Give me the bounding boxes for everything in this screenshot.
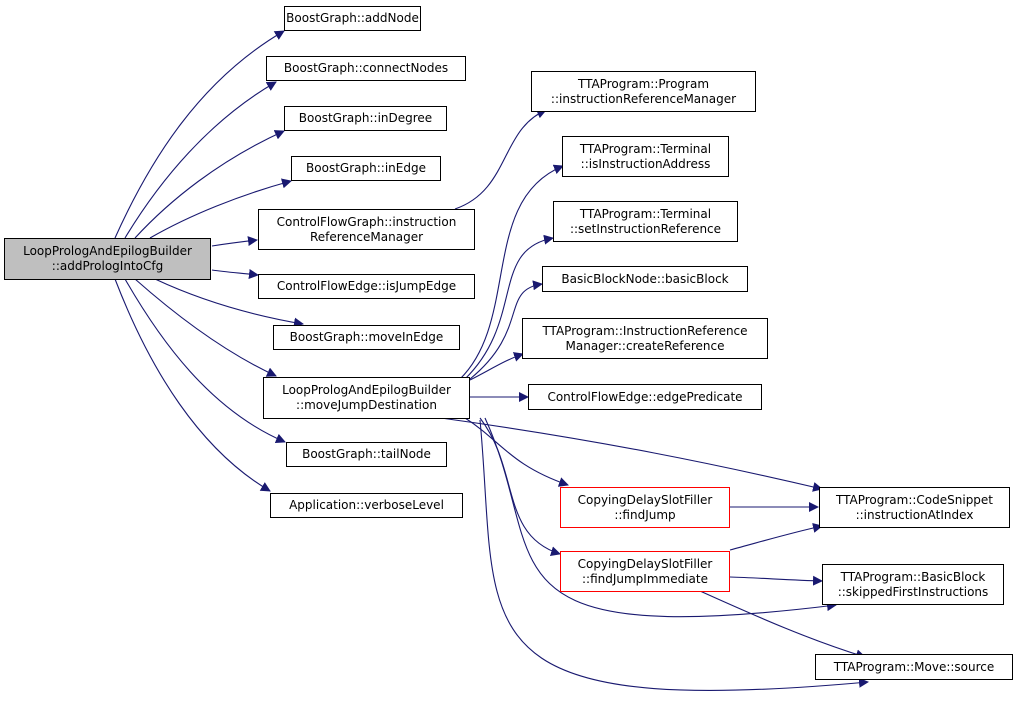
edge-root-verboseLevel <box>114 278 271 492</box>
node-moveInEdge-label: BoostGraph::moveInEdge <box>289 330 444 344</box>
node-basicBlock[interactable]: BasicBlockNode::basicBlock <box>542 266 748 292</box>
node-instructionAtIndex[interactable]: TTAProgram::CodeSnippet ::instructionAtI… <box>819 487 1010 528</box>
node-connectNodes[interactable]: BoostGraph::connectNodes <box>266 56 466 81</box>
edge-mjd-findJumpImm <box>479 417 561 557</box>
node-moveJumpDest-line2: ::moveJumpDestination <box>296 398 437 412</box>
node-isJumpEdge[interactable]: ControlFlowEdge::isJumpEdge <box>258 274 475 299</box>
node-edgePredicate-label: ControlFlowEdge::edgePredicate <box>547 389 743 404</box>
node-instrAtIndex-line1: TTAProgram::CodeSnippet <box>835 492 994 507</box>
node-findJumpImmediate[interactable]: CopyingDelaySlotFiller ::findJumpImmedia… <box>560 551 730 592</box>
node-verboseLevel[interactable]: Application::verboseLevel <box>270 493 463 518</box>
edge-findJumpImm-instrAtIndex <box>729 523 823 551</box>
node-moveSource-label: TTAProgram::Move::source <box>833 659 995 674</box>
node-createRef-line1: TTAProgram::InstructionReference <box>542 323 748 338</box>
node-moveJumpDest-line1: LoopPrologAndEpilogBuilder <box>282 383 451 397</box>
node-tailNode-label: BoostGraph::tailNode <box>302 447 431 461</box>
edge-mjd-findJump <box>464 417 569 487</box>
node-isInstrAddr-line1: TTAProgram::Terminal <box>579 141 712 156</box>
node-isInstrAddr-line2: ::isInstructionAddress <box>580 156 711 171</box>
edge-mjd-moveSource <box>479 419 869 692</box>
node-setInstrRef-line1: TTAProgram::Terminal <box>579 206 712 221</box>
node-inDegree-label: BoostGraph::inDegree <box>298 111 433 125</box>
node-findJump-line2: ::findJump <box>614 507 676 522</box>
node-program-instruction-reference-manager[interactable]: TTAProgram::Program ::instructionReferen… <box>531 71 756 112</box>
node-instrAtIndex-line2: ::instructionAtIndex <box>855 507 974 522</box>
node-findJumpImm-line1: CopyingDelaySlotFiller <box>577 556 713 571</box>
node-inEdge-label: BoostGraph::inEdge <box>306 161 426 175</box>
edge-root-tailNode <box>124 278 286 444</box>
edge-root-moveInEdge <box>154 278 304 328</box>
node-setInstructionReference[interactable]: TTAProgram::Terminal ::setInstructionRef… <box>553 201 738 242</box>
edge-mjd-skippedFirst <box>484 417 837 618</box>
edge-root-inEdge <box>149 178 292 239</box>
edge-root-isJumpEdge <box>211 269 259 279</box>
node-findJump-line1: CopyingDelaySlotFiller <box>577 492 713 507</box>
node-root-line1: LoopPrologAndEpilogBuilder <box>23 244 192 258</box>
node-moveInEdge[interactable]: BoostGraph::moveInEdge <box>273 325 460 350</box>
node-addNode-label: BoostGraph::addNode <box>286 11 419 25</box>
edge-mjd-isInstrAddr <box>459 164 564 380</box>
edge-root-inDegree <box>134 130 285 239</box>
edge-cfgIRM-programIRM <box>454 109 547 210</box>
node-createRef-line2: Manager::createReference <box>565 338 725 353</box>
edge-findJumpImm-moveSource <box>699 590 866 660</box>
node-skippedFirst-line2: ::skippedFirstInstructions <box>837 584 989 599</box>
node-root-line2: ::addPrologIntoCfg <box>51 259 164 273</box>
node-cfgIRM-line2: ReferenceManager <box>309 229 424 244</box>
node-verboseLevel-label: Application::verboseLevel <box>289 498 444 512</box>
node-findJump[interactable]: CopyingDelaySlotFiller ::findJump <box>560 487 730 528</box>
node-root-addPrologIntoCfg: LoopPrologAndEpilogBuilder ::addPrologIn… <box>4 238 211 280</box>
node-programIRM-line1: TTAProgram::Program <box>577 76 710 91</box>
node-skippedFirst-line1: TTAProgram::BasicBlock <box>840 569 986 584</box>
edge-mjd-basicBlock <box>469 280 543 380</box>
node-cfgIRM-line1: ControlFlowGraph::instruction <box>276 214 457 229</box>
node-addNode[interactable]: BoostGraph::addNode <box>284 6 421 31</box>
edge-findJumpImm-skippedFirst <box>729 575 823 586</box>
node-moveJumpDestination[interactable]: LoopPrologAndEpilogBuilder ::moveJumpDes… <box>263 377 470 419</box>
edge-root-addNode <box>114 30 285 239</box>
node-connectNodes-label: BoostGraph::connectNodes <box>283 61 449 75</box>
edge-mjd-instrAtIndex <box>440 417 823 492</box>
edge-mjd-createRef <box>469 352 524 381</box>
node-inEdge[interactable]: BoostGraph::inEdge <box>291 156 441 181</box>
node-skippedFirstInstructions[interactable]: TTAProgram::BasicBlock ::skippedFirstIns… <box>822 564 1004 605</box>
edge-root-connectNodes <box>124 81 277 239</box>
edge-root-moveJumpDest <box>134 278 277 377</box>
node-findJumpImm-line2: ::findJumpImmediate <box>581 571 708 586</box>
node-edgePredicate[interactable]: ControlFlowEdge::edgePredicate <box>528 384 762 410</box>
edge-mjd-setInstrRef <box>464 234 554 380</box>
node-tailNode[interactable]: BoostGraph::tailNode <box>286 442 447 467</box>
node-programIRM-line2: ::instructionReferenceManager <box>550 91 737 106</box>
node-inDegree[interactable]: BoostGraph::inDegree <box>284 106 447 131</box>
node-setInstrRef-line2: ::setInstructionReference <box>569 221 722 236</box>
node-basicBlock-label: BasicBlockNode::basicBlock <box>561 271 729 286</box>
edge-root-cfgIRM <box>211 236 258 247</box>
node-cfg-instruction-reference-manager[interactable]: ControlFlowGraph::instruction ReferenceM… <box>258 209 475 250</box>
node-isInstructionAddress[interactable]: TTAProgram::Terminal ::isInstructionAddr… <box>562 136 729 177</box>
node-moveSource[interactable]: TTAProgram::Move::source <box>815 654 1013 680</box>
node-createReference[interactable]: TTAProgram::InstructionReference Manager… <box>522 318 768 359</box>
node-isJumpEdge-label: ControlFlowEdge::isJumpEdge <box>276 279 457 293</box>
